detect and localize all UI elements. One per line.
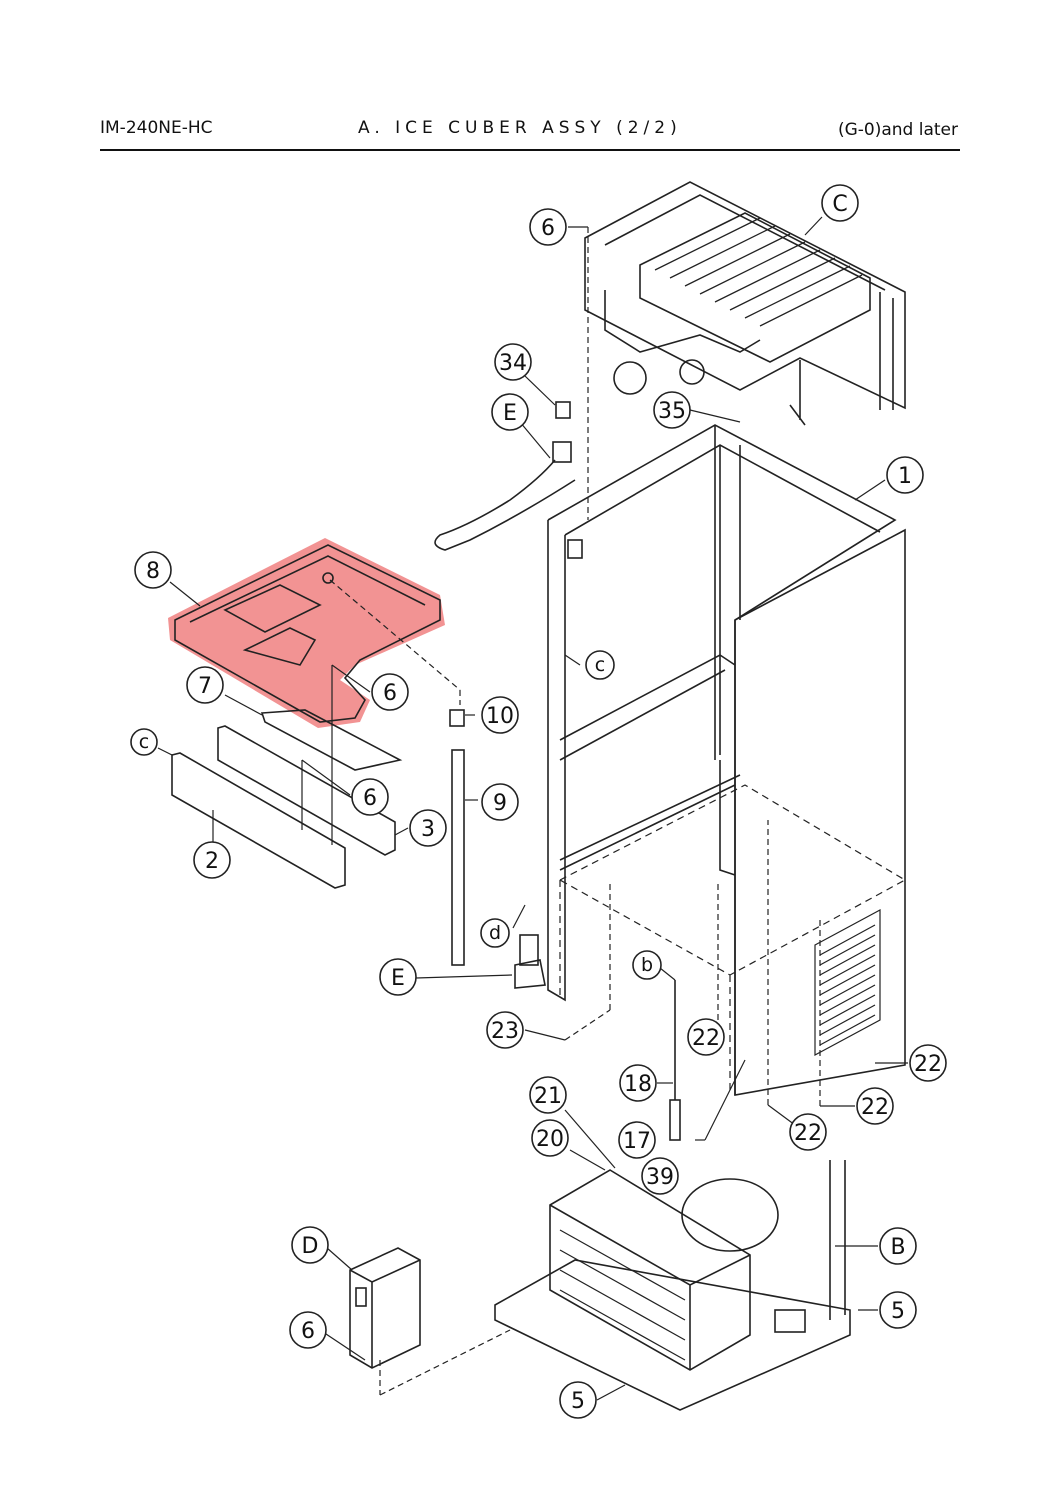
callout-label-c25: 22	[794, 1121, 822, 1146]
callout-circle-c32	[879, 1291, 917, 1329]
callout-circle-c2	[821, 184, 859, 222]
drain-pan-highlight	[168, 538, 445, 728]
bracket-part-7	[260, 709, 403, 771]
condensing-unit-base	[494, 1160, 851, 1411]
callout-label-c21: 22	[692, 1026, 720, 1051]
callout-label-c34: 5	[571, 1389, 585, 1414]
callout-label-c32: 5	[891, 1299, 905, 1324]
callout-label-c22: 22	[914, 1052, 942, 1077]
callout-label-c23: 18	[624, 1072, 652, 1097]
callout-label-c16: 2	[205, 849, 219, 874]
callout-circle-c13	[351, 778, 389, 816]
callout-circle-c26	[529, 1076, 567, 1114]
callout-circle-c27	[618, 1121, 656, 1159]
callout-label-c9: 7	[198, 674, 212, 699]
leader-lines	[157, 216, 908, 1401]
callout-circle-c6	[886, 456, 924, 494]
control-box-part-d	[349, 1247, 421, 1369]
callout-label-c17: d	[489, 922, 501, 944]
wire-harness	[434, 401, 576, 551]
float-switch	[669, 980, 681, 1141]
callout-label-c27: 17	[623, 1129, 651, 1154]
callout-circle-c18	[379, 958, 417, 996]
callout-circle-c14	[481, 783, 519, 821]
top-evaporator-assembly	[584, 181, 906, 426]
callout-circle-c23	[619, 1064, 657, 1102]
callout-circle-c21	[687, 1018, 725, 1056]
callout-label-c30: B	[890, 1235, 905, 1260]
callout-circle-c7	[134, 551, 172, 589]
model-number: IM-240NE-HC	[100, 118, 213, 138]
callout-label-c19: b	[641, 954, 653, 976]
callout-label-c24: 22	[861, 1095, 889, 1120]
callout-label-c13: 6	[363, 786, 377, 811]
side-louver-grille	[814, 908, 881, 1057]
page-header: IM-240NE-HC A. ICE CUBER ASSY (2/2) (G-0…	[100, 118, 960, 150]
callout-circle-c1	[529, 208, 567, 246]
callout-label-c28: 20	[536, 1127, 564, 1152]
callout-circle-c28	[531, 1119, 569, 1157]
page-title: A. ICE CUBER ASSY (2/2)	[358, 118, 682, 138]
callout-label-c3: 34	[499, 351, 527, 376]
dashed-bin-outline	[558, 784, 907, 1095]
callout-label-c2: C	[832, 192, 847, 217]
drain-valve	[514, 934, 546, 989]
serial-range: (G-0)and later	[837, 120, 958, 140]
callout-circle-c8	[585, 650, 615, 680]
callout-circle-c20	[486, 1011, 524, 1049]
callout-label-c12: c	[139, 731, 149, 753]
drain-pan-part-8	[168, 538, 445, 728]
header-rule	[100, 149, 960, 151]
callout-circle-c33	[289, 1311, 327, 1349]
callout-circle-c12	[130, 728, 158, 756]
callout-circle-c34	[559, 1381, 597, 1419]
callout-circle-c16	[193, 841, 231, 879]
callout-label-c6: 1	[898, 464, 912, 489]
callout-circle-c11	[481, 696, 519, 734]
callout-label-c33: 6	[301, 1319, 315, 1344]
callout-circle-c4	[491, 393, 529, 431]
callout-label-c31: D	[302, 1234, 319, 1259]
callout-circle-c19	[632, 950, 662, 980]
callout-label-c7: 8	[146, 559, 160, 584]
callout-circle-c31	[291, 1226, 329, 1264]
callout-circle-c29	[641, 1157, 679, 1195]
callout-circle-c9	[186, 666, 224, 704]
callout-circle-c24	[856, 1087, 894, 1125]
panel-part-3	[217, 725, 396, 856]
callout-label-c18: E	[391, 966, 405, 991]
callout-label-c5: 35	[658, 399, 686, 424]
pipe-part-9	[449, 709, 465, 966]
callout-label-c10: 6	[383, 681, 397, 706]
callout-circle-c22	[909, 1044, 947, 1082]
callout-label-c8: c	[595, 654, 605, 676]
callout-circle-c30	[879, 1227, 917, 1265]
callout-label-c20: 23	[491, 1019, 519, 1044]
callout-label-c29: 39	[646, 1165, 674, 1190]
callout-circle-c15	[409, 809, 447, 847]
cabinet-frame	[547, 424, 906, 1096]
callout-label-c15: 3	[421, 817, 435, 842]
callout-label-c14: 9	[493, 791, 507, 816]
callout-label-c1: 6	[541, 216, 555, 241]
panel-part-2	[171, 752, 346, 889]
callout-label-c26: 21	[534, 1084, 562, 1109]
callout-circle-c5	[653, 391, 691, 429]
callout-circle-c17	[480, 918, 510, 948]
callout-circle-c3	[494, 343, 532, 381]
callout-circle-c10	[371, 673, 409, 711]
callout-label-c11: 10	[486, 704, 514, 729]
callout-label-c4: E	[503, 401, 517, 426]
callout-circle-c25	[789, 1113, 827, 1151]
